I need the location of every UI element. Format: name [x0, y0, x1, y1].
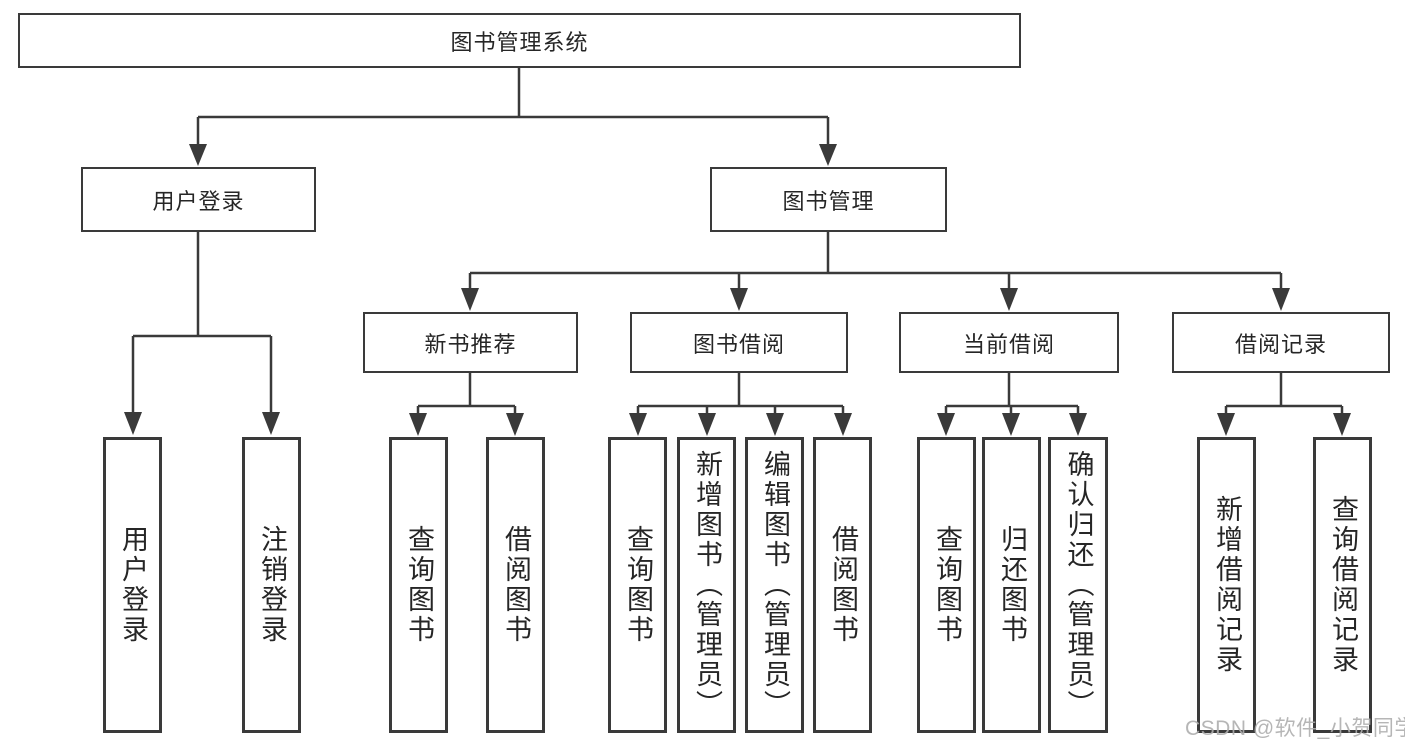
- arrowhead-icon: [1069, 413, 1087, 436]
- leaf-query-borrow-record: 查询借阅记录: [1313, 437, 1372, 733]
- csdn-watermark: CSDN @软件_小贺同学: [1185, 717, 1405, 740]
- arrowhead-group: [124, 144, 1351, 436]
- connector-recommend-to-children: [416, 373, 517, 415]
- connector-root-to-level2: [196, 68, 830, 146]
- node-borrow-records: 借阅记录: [1172, 312, 1390, 373]
- connector-book-management-to-level3: [468, 232, 1283, 291]
- leaf-add-borrow-record: 新增借阅记录: [1197, 437, 1256, 733]
- arrowhead-icon: [1272, 288, 1290, 311]
- connector-current-to-children: [944, 373, 1080, 415]
- arrowhead-icon: [124, 412, 142, 435]
- arrowhead-icon: [1002, 413, 1020, 436]
- arrowhead-icon: [819, 144, 837, 166]
- arrowhead-icon: [461, 288, 479, 311]
- node-current-borrow: 当前借阅: [899, 312, 1119, 373]
- connector-records-to-children: [1224, 373, 1344, 415]
- leaf-return-books: 归还图书: [982, 437, 1041, 733]
- leaf-edit-book-admin: 编辑图书（管理员）: [745, 437, 804, 733]
- node-user-login: 用户登录: [81, 167, 316, 232]
- arrowhead-icon: [262, 412, 280, 435]
- connector-user-login-to-children: [131, 232, 273, 414]
- leaf-query-books-borrow: 查询图书: [608, 437, 667, 733]
- arrowhead-icon: [937, 413, 955, 436]
- arrowhead-icon: [189, 144, 207, 166]
- leaf-query-books-recommend: 查询图书: [389, 437, 448, 733]
- leaf-add-book-admin: 新增图书（管理员）: [677, 437, 736, 733]
- arrowhead-icon: [506, 413, 524, 436]
- arrowhead-icon: [1217, 413, 1235, 436]
- arrowhead-icon: [629, 413, 647, 436]
- arrowhead-icon: [409, 413, 427, 436]
- arrowhead-icon: [1000, 288, 1018, 311]
- leaf-borrow-books: 借阅图书: [813, 437, 872, 733]
- leaf-user-login: 用户登录: [103, 437, 162, 733]
- arrowhead-icon: [1333, 413, 1351, 436]
- connector-borrow-to-children: [636, 373, 845, 415]
- leaf-borrow-books-recommend: 借阅图书: [486, 437, 545, 733]
- node-book-management: 图书管理: [710, 167, 947, 232]
- arrowhead-icon: [730, 288, 748, 311]
- node-book-borrow: 图书借阅: [630, 312, 848, 373]
- leaf-confirm-return-admin: 确认归还（管理员）: [1048, 437, 1108, 733]
- leaf-logout: 注销登录: [242, 437, 301, 733]
- node-new-book-recommend: 新书推荐: [363, 312, 578, 373]
- leaf-query-books-current: 查询图书: [917, 437, 976, 733]
- arrowhead-icon: [766, 413, 784, 436]
- node-root-library-management-system: 图书管理系统: [18, 13, 1021, 68]
- arrowhead-icon: [834, 413, 852, 436]
- connector-line-group: [131, 68, 1344, 415]
- arrowhead-icon: [698, 413, 716, 436]
